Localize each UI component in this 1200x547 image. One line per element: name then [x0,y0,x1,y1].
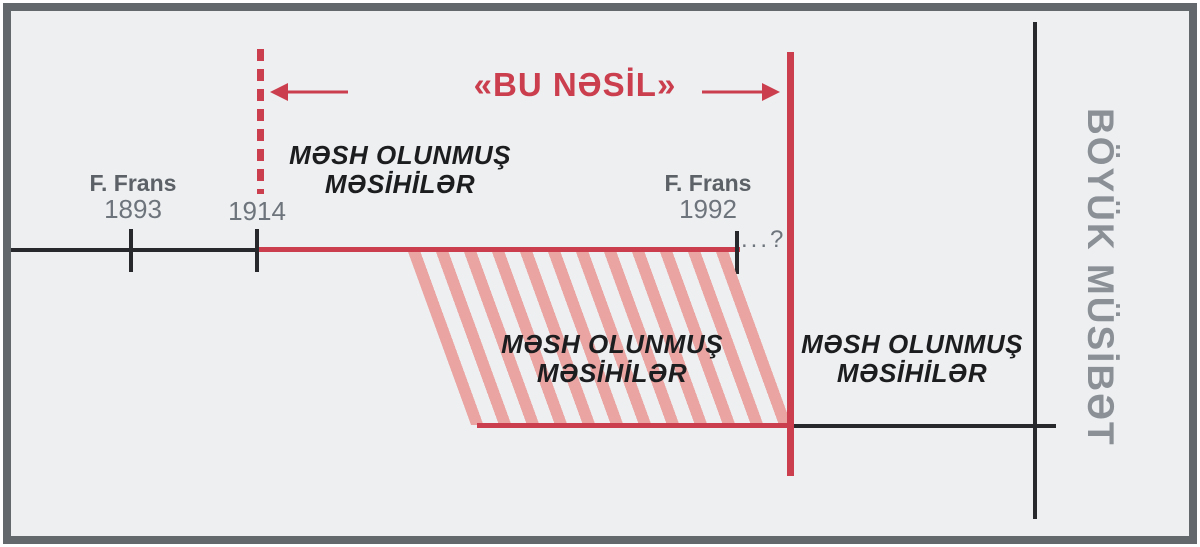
person-name-left: F. Frans [89,170,177,196]
person-year-right: 1992 [679,194,737,224]
start-year-label: 1914 [228,196,286,226]
second-group-red-line [477,423,790,428]
anointed-label-right-line1: MƏSH OLUNMUŞ [801,329,1023,359]
timeline-black-segment [11,248,260,252]
person-name-right: F. Frans [664,170,752,196]
dashed-start-line [257,49,264,194]
left-arrow-icon [270,83,348,101]
second-group-black-line [790,424,1056,428]
anointed-label-top-line2: MƏSİHİLƏR [324,169,476,199]
timeline-red-segment [258,247,740,252]
anointed-label-overlap-line2: MƏSİHİLƏR [536,358,688,388]
person-label-1992: F. Frans 1992 [633,170,783,222]
continuation-label: ...? [741,226,787,253]
diagram-title: «BU NƏSİL» [473,66,677,103]
tick-1914 [255,229,259,272]
anointed-label-overlap: MƏSH OLUNMUŞ MƏSİHİLƏR [482,330,742,388]
anointed-label-overlap-line1: MƏSH OLUNMUŞ [501,329,723,359]
person-year-left: 1893 [104,194,162,224]
anointed-label-right-line2: MƏSİHİLƏR [836,358,988,388]
right-arrow-icon [702,83,780,101]
tick-1893 [129,229,133,272]
tribulation-title: BÖYÜK MÜSİBƏT [1080,108,1121,447]
anointed-label-right: MƏSH OLUNMUŞ MƏSİHİLƏR [782,330,1042,388]
red-vertical-line [787,52,794,476]
tribulation-boundary-line [1033,22,1037,519]
anointed-label-top: MƏSH OLUNMUŞ MƏSİHİLƏR [270,141,530,199]
person-label-1893: F. Frans 1893 [58,170,208,222]
anointed-label-top-line1: MƏSH OLUNMUŞ [289,140,511,170]
